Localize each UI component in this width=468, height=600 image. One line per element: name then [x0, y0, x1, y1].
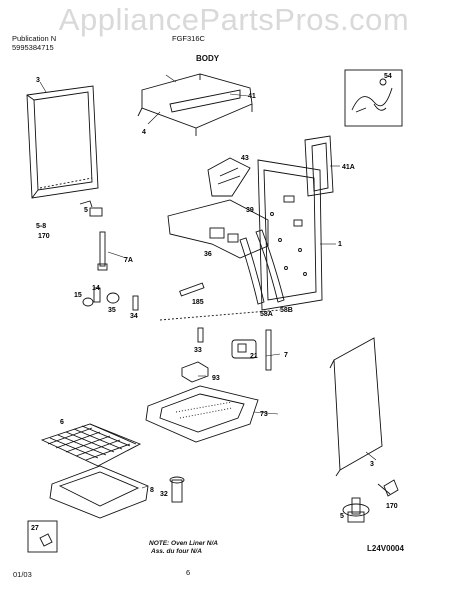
callout-41: 33 [194, 347, 202, 354]
oven-bottom-panel [145, 385, 259, 443]
door-hinge-parts [159, 309, 281, 371]
callout-43: 32 [160, 491, 168, 498]
callout-3-left: 3 [36, 77, 40, 84]
storage-drawer [49, 465, 149, 519]
parts-box-27 [27, 520, 58, 553]
drawing-number: L24V0004 [367, 544, 404, 553]
callout-1: 1 [338, 241, 342, 248]
callout-7A: 7A [124, 257, 133, 264]
oven-vent [207, 157, 251, 197]
leveling-leg [169, 476, 185, 503]
callout-33: 41A [342, 164, 355, 171]
callout-6: 6 [60, 419, 64, 426]
leg-assembly-right [342, 479, 399, 523]
callout-39: 54 [384, 73, 392, 80]
callout-73: 73 [260, 411, 268, 418]
callout-41A: 34 [130, 313, 138, 320]
callout-170-left: 170 [38, 233, 50, 240]
footer-page: 6 [186, 568, 191, 577]
watermark: AppliancePartsPros.com [58, 2, 410, 37]
callout-7: 7 [284, 352, 288, 359]
footer-date: 01/03 [13, 570, 32, 579]
igniter [179, 282, 205, 297]
callout-3-right: 3 [370, 461, 374, 468]
manifold-panel [167, 199, 269, 259]
model-number: FGF316C [172, 34, 205, 43]
power-cord-box [344, 69, 403, 127]
section-title: BODY [196, 54, 220, 63]
note-line-2: Ass. du four N/A [151, 548, 202, 555]
oven-rack [40, 423, 142, 467]
note-line-1: NOTE: Oven Liner N/A [149, 540, 218, 547]
callout-58B: 58B [280, 307, 293, 314]
side-trim-strips [239, 229, 285, 305]
callout-185: 185 [192, 299, 204, 306]
callout-5-left: 5 [84, 207, 88, 214]
leader-lines [39, 74, 377, 489]
top-frame [137, 73, 253, 136]
leveling-block [181, 361, 209, 383]
callout-15: 15 [74, 292, 82, 299]
callout-14: 14 [92, 285, 100, 292]
publication-label: Publication N [12, 34, 57, 43]
callout-54: 35 [108, 307, 116, 314]
callout-5-8: 5-8 [36, 223, 46, 230]
callout-35: 39 [246, 207, 254, 214]
callout-58A: 58A [260, 311, 273, 318]
callout-170-right: 170 [386, 503, 398, 510]
callout-4: 4 [142, 129, 146, 136]
callout-36: 43 [241, 155, 249, 162]
cabinet-body [257, 159, 323, 311]
callout-32: 41 [248, 93, 256, 100]
callout-27: 27 [31, 525, 39, 532]
callout-8: 8 [150, 487, 154, 494]
side-panel-left [26, 85, 99, 199]
side-panel-right [329, 337, 383, 477]
callout-34: 36 [204, 251, 212, 258]
callout-5-right: 5 [340, 513, 344, 520]
publication-number: 5995384715 [12, 43, 54, 52]
callout-21: 21 [250, 353, 258, 360]
callout-93: 93 [212, 375, 220, 382]
valve-parts [79, 200, 139, 311]
